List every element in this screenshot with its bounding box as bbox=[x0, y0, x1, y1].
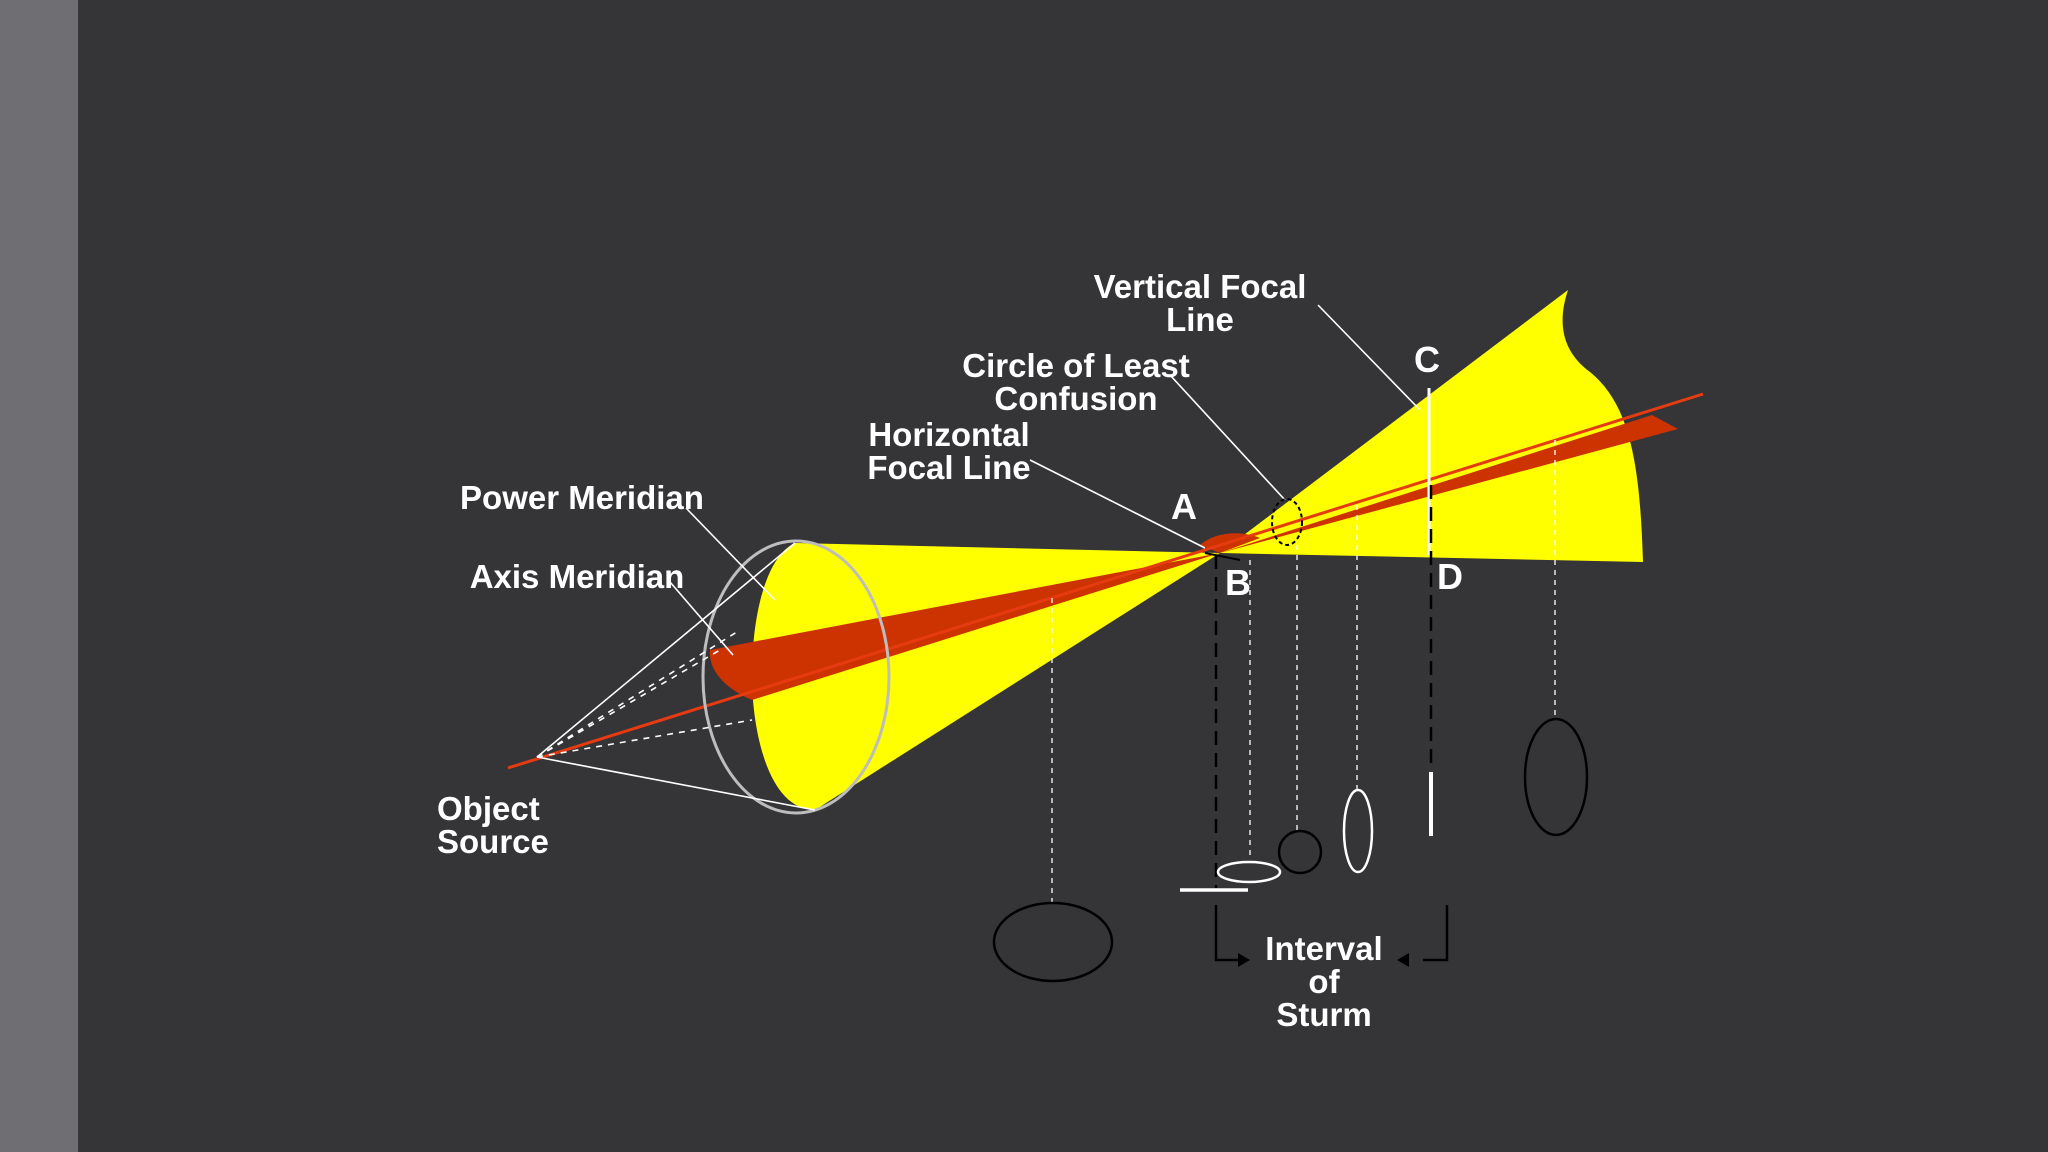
image-ellipse-tall bbox=[1342, 788, 1374, 874]
image-circle-least-confusion bbox=[1277, 829, 1323, 875]
bracket-arrow-right bbox=[1238, 953, 1250, 967]
interval-of-sturm-bracket bbox=[1214, 905, 1449, 962]
label-vertical-focal-line-1: Vertical Focal bbox=[1094, 268, 1307, 305]
image-ellipse-far bbox=[1523, 717, 1589, 837]
label-object-source-2: Source bbox=[437, 823, 549, 860]
light-cone-converging bbox=[752, 543, 1220, 810]
label-vertical-focal-line-2: Line bbox=[1166, 301, 1234, 338]
label-object-source-1: Object bbox=[437, 790, 540, 827]
light-cone-diverging bbox=[1220, 290, 1643, 562]
label-circle-least-confusion-1: Circle of Least bbox=[962, 347, 1189, 384]
drop-lines bbox=[1051, 440, 1556, 903]
lens-outline bbox=[701, 539, 891, 815]
label-point-b: B bbox=[1225, 562, 1251, 603]
horizontal-focal-line-marker bbox=[1204, 552, 1241, 561]
label-horizontal-focal-line-2: Focal Line bbox=[867, 449, 1030, 486]
object-source-rays bbox=[536, 542, 816, 811]
label-point-c: C bbox=[1414, 339, 1440, 380]
leader-lines bbox=[669, 304, 1421, 656]
bracket-arrow-left bbox=[1397, 953, 1409, 967]
label-point-a: A bbox=[1171, 486, 1197, 527]
circle-of-least-confusion-marker bbox=[1271, 498, 1303, 546]
label-horizontal-focal-line-1: Horizontal bbox=[868, 416, 1029, 453]
label-power-meridian: Power Meridian bbox=[460, 479, 704, 516]
left-edge-bar bbox=[0, 0, 78, 1152]
label-circle-least-confusion-2: Confusion bbox=[994, 380, 1157, 417]
label-point-d: D bbox=[1437, 556, 1463, 597]
label-interval-of-sturm-2: of bbox=[1308, 963, 1340, 1000]
power-meridian-fan-diverging bbox=[1220, 415, 1678, 553]
label-axis-meridian: Axis Meridian bbox=[470, 558, 685, 595]
label-interval-of-sturm-3: Sturm bbox=[1276, 996, 1371, 1033]
label-interval-of-sturm-1: Interval bbox=[1265, 930, 1382, 967]
optical-axis-ray bbox=[507, 392, 1704, 770]
image-ellipse-flat bbox=[1216, 860, 1282, 884]
image-ellipse-lens bbox=[992, 901, 1114, 983]
